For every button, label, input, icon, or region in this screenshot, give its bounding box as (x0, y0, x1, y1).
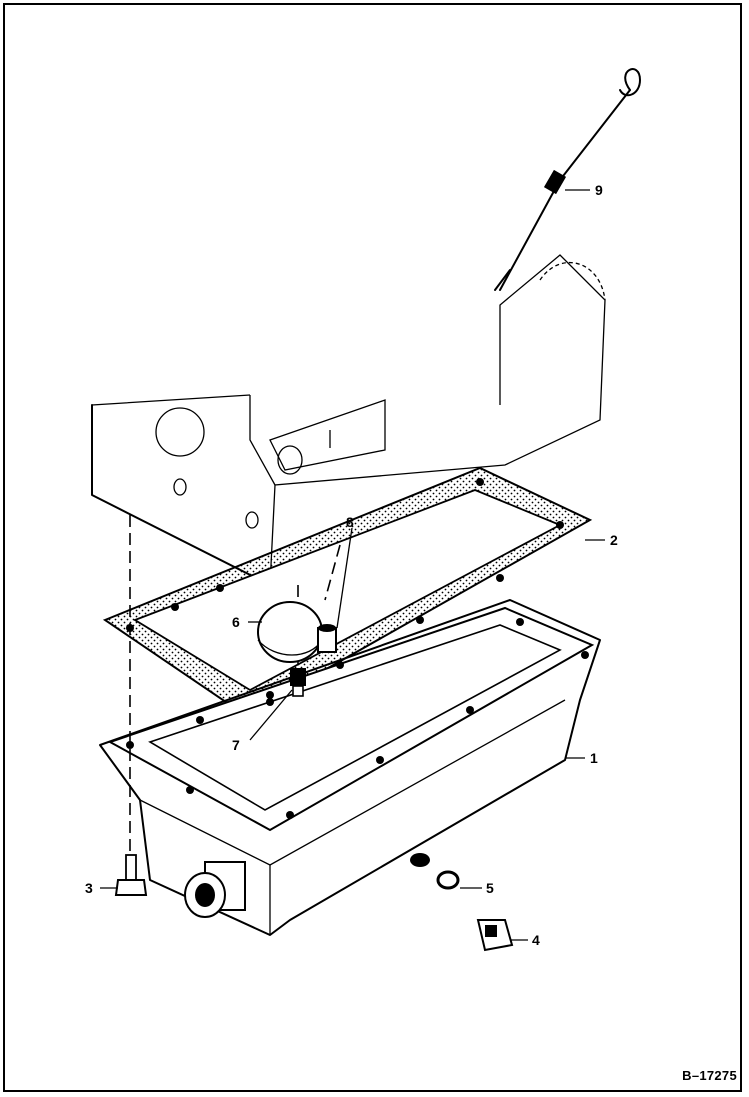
flange-bolt-holes (126, 478, 589, 819)
engine-block-outline (91, 254, 606, 586)
dipstick (494, 68, 641, 291)
callout-5: 5 (486, 880, 494, 896)
callout-4: 4 (532, 932, 540, 948)
drain-plug (476, 919, 514, 952)
callout-1: 1 (590, 750, 598, 766)
callout-6: 6 (232, 614, 240, 630)
pan-bolt (114, 854, 148, 896)
callout-8: 8 (346, 514, 354, 530)
callout-9: 9 (595, 182, 603, 198)
leader-lines (100, 189, 605, 941)
oil-pan (99, 599, 601, 936)
callout-7: 7 (232, 737, 240, 753)
drain-port (184, 861, 246, 918)
callout-2: 2 (610, 532, 618, 548)
figure-id: B–17275 (682, 1068, 737, 1083)
strainer-bolt (290, 668, 306, 697)
washer (410, 853, 460, 890)
callout-3: 3 (85, 880, 93, 896)
oil-strainer (257, 601, 337, 663)
